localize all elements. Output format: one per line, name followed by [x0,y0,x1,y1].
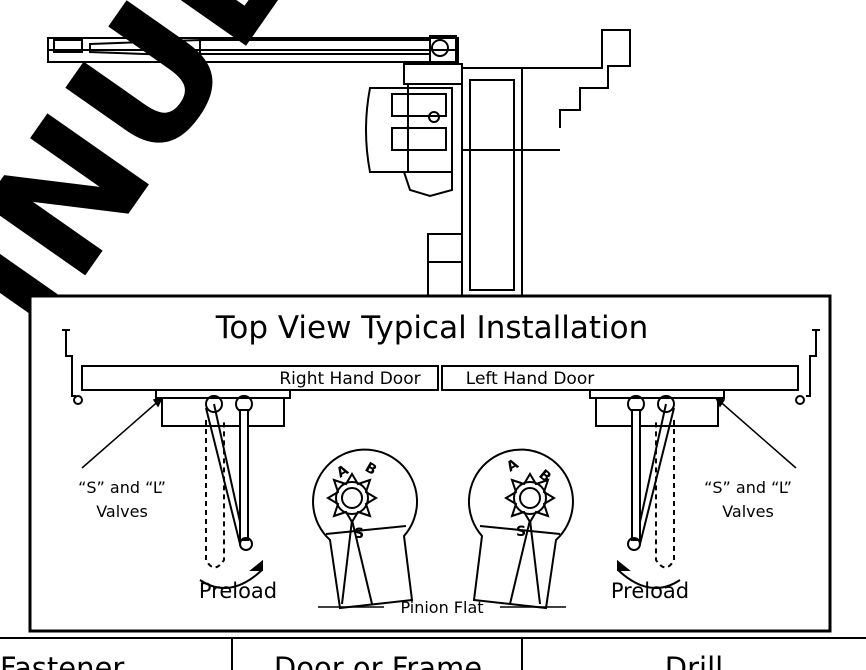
fastener-table-header: Fastener Door or Frame Drill [0,637,866,670]
top-view-panel: Top View Typical Installation Right Hand… [28,294,832,633]
pinion-right-s: S [516,524,526,540]
valves-left-line2: Valves [96,502,148,521]
left-closer [155,389,291,589]
valves-left-line1: “S” and “L” [78,478,166,497]
right-hand-door-label: Right Hand Door [279,369,420,389]
pinion-detail-right [468,448,574,610]
preload-right-label: Preload [611,579,689,603]
left-hand-door-label: Left Hand Door [466,369,594,389]
valves-right-line1: “S” and “L” [704,478,792,497]
pinion-left-s: S [354,526,364,542]
valve-pointers [81,396,797,469]
panel-title: Top View Typical Installation [215,310,649,346]
door-leaves [62,329,820,405]
table-header-door-or-frame: Door or Frame [274,651,482,670]
table-header-drill: Drill [665,651,723,670]
pinion-flat-label: Pinion Flat [400,598,483,617]
table-header-fastener: Fastener [0,651,124,670]
preload-left-label: Preload [199,579,277,603]
pinion-detail-left [312,448,418,610]
right-closer [589,389,725,589]
valves-right-line2: Valves [722,502,774,521]
